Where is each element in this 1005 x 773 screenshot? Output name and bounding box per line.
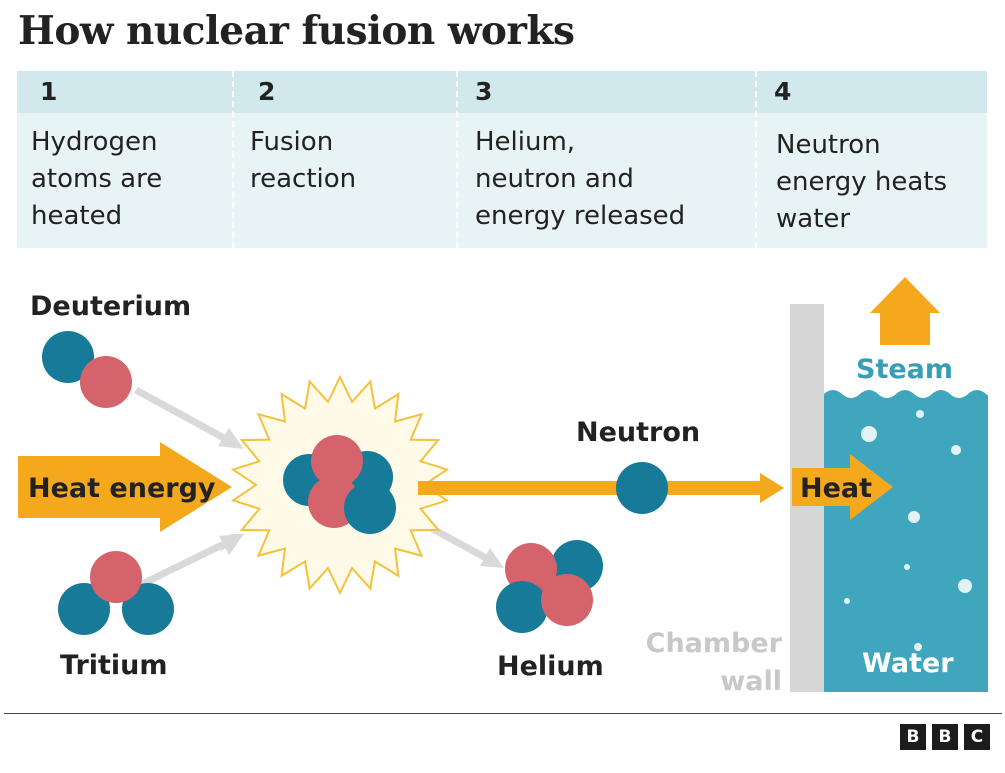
step-divider	[456, 71, 458, 248]
step-1-number: 1	[40, 77, 58, 106]
tritium-atom	[58, 551, 174, 635]
step-1-text: Hydrogen atoms are heated	[31, 127, 163, 231]
reactant-arrows	[134, 386, 244, 589]
neutron-label: Neutron	[576, 417, 700, 448]
bbc-logo-letter: B	[932, 724, 958, 750]
step-4-number: 4	[774, 77, 792, 106]
helium-label: Helium	[497, 651, 604, 682]
step-3-text: Helium, neutron and energy released	[475, 127, 686, 231]
steam-label: Steam	[856, 354, 953, 385]
neutron-beam-arrow	[418, 473, 784, 503]
page-title: How nuclear fusion works	[18, 8, 575, 54]
bbc-logo: B B C	[900, 724, 990, 752]
step-2-text: Fusion reaction	[250, 127, 357, 194]
water-bubbles	[844, 410, 972, 651]
step-divider	[755, 71, 757, 248]
step-4-text: Neutron energy heats water	[776, 130, 948, 234]
step-2-number: 2	[258, 77, 276, 106]
heat-label: Heat	[800, 473, 872, 504]
tritium-label: Tritium	[60, 650, 168, 681]
deuterium-label: Deuterium	[30, 291, 191, 322]
water-label: Water	[862, 648, 954, 679]
step-1: 1 Hydrogen atoms are heated	[17, 71, 233, 248]
bbc-logo-letter: B	[900, 724, 926, 750]
deuterium-atom	[42, 331, 132, 408]
heat-energy-label: Heat energy	[28, 473, 216, 504]
water-body	[824, 390, 988, 692]
step-3: 3 Helium, neutron and energy released	[457, 71, 756, 248]
step-2: 2 Fusion reaction	[233, 71, 457, 248]
step-3-number: 3	[475, 77, 493, 106]
step-divider	[232, 71, 234, 248]
step-4: 4 Neutron energy heats water	[756, 71, 987, 248]
heat-energy-arrow	[18, 442, 232, 532]
steam-arrow	[870, 277, 940, 345]
fusion-nucleus-cluster	[283, 435, 396, 534]
bbc-logo-letter: C	[964, 724, 990, 750]
heat-arrow	[792, 454, 893, 520]
chamber-wall-label-line1: Chamber	[646, 628, 783, 659]
chamber-wall-label-line2: wall	[720, 666, 782, 697]
footer-divider	[4, 713, 1002, 714]
neutron-particle	[616, 462, 668, 514]
steps-panel: 1 Hydrogen atoms are heated 2 Fusion rea…	[17, 71, 987, 248]
helium-atom	[496, 540, 603, 633]
